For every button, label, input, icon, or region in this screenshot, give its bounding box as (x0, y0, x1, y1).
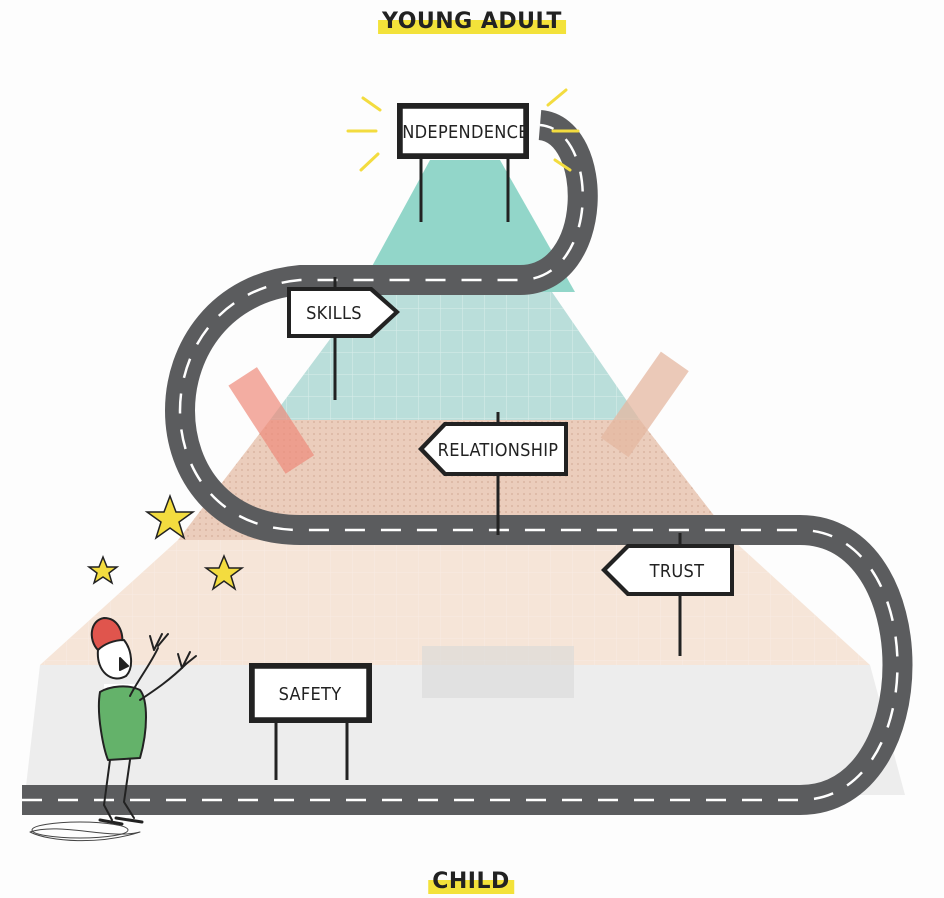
sign-relationship-label: RELATIONSHIP (438, 440, 559, 461)
sign-skills-label: SKILLS (306, 303, 362, 324)
child-heading: CHILD (428, 870, 514, 894)
sign-independence-label: INDEPENDENCE (397, 122, 529, 143)
pyramid (25, 160, 905, 795)
sign-trust-label: TRUST (649, 561, 705, 582)
sign-safety-label: SAFETY (279, 684, 342, 705)
